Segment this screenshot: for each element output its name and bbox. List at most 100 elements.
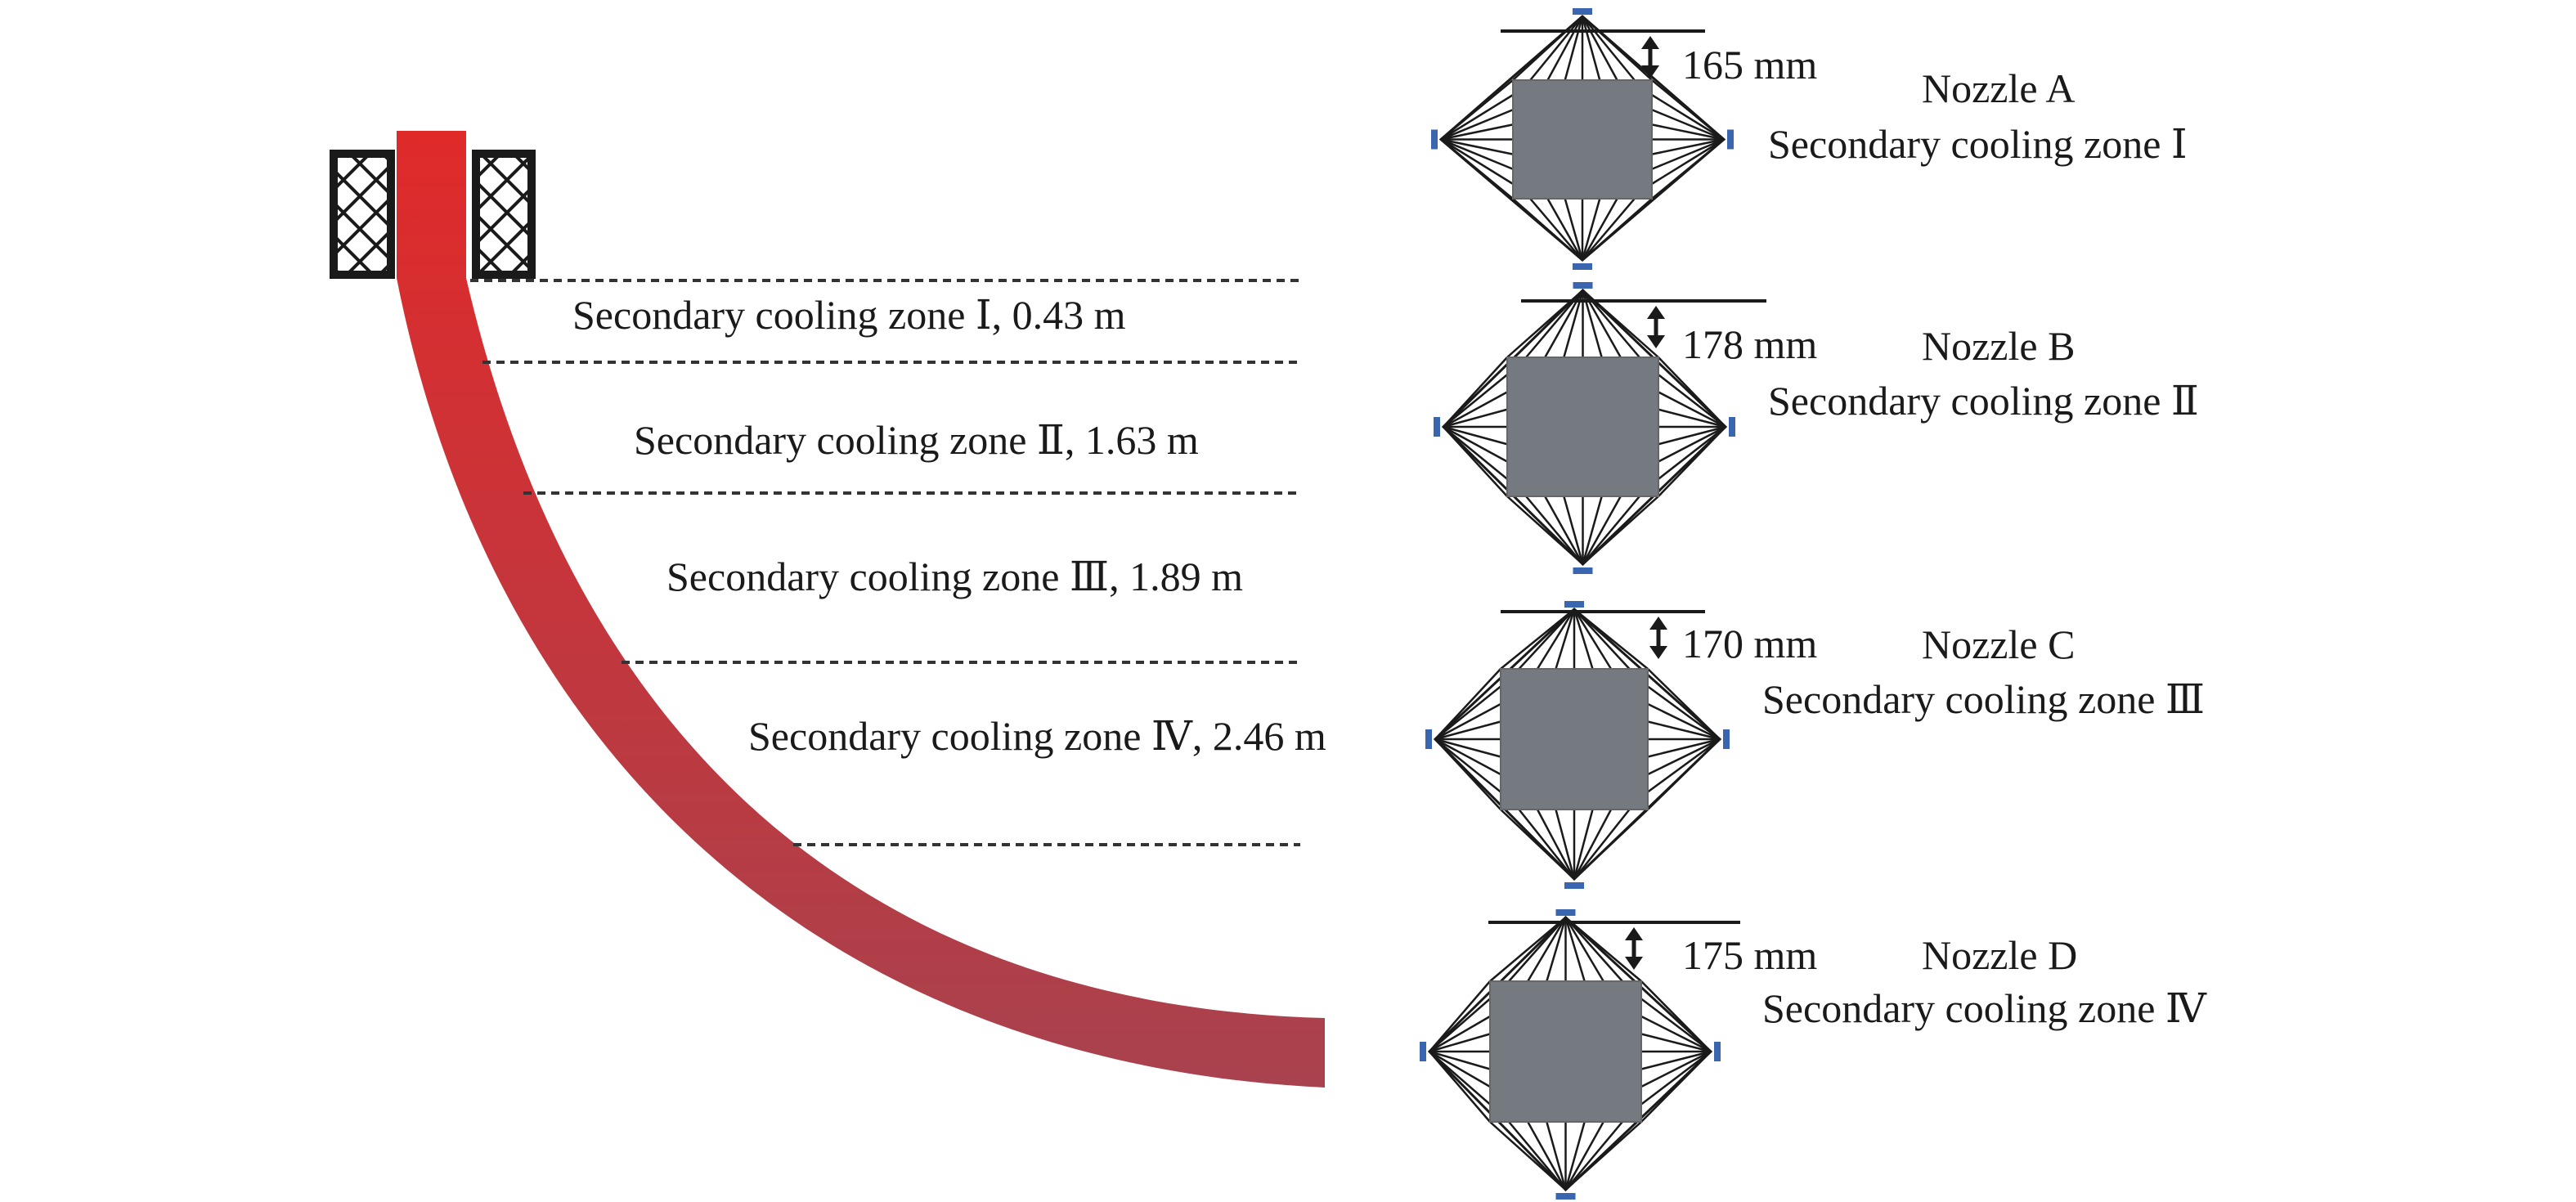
nozzle-top-icon	[1555, 909, 1576, 916]
spray-ray	[1564, 198, 1584, 261]
spray-ray	[1527, 1121, 1567, 1191]
nozzle-c-zone: Secondary cooling zone Ⅲ	[1762, 676, 2205, 722]
mould-roll-right	[472, 150, 536, 279]
spray-ray	[1640, 1050, 1712, 1088]
spray-ray	[1544, 496, 1584, 565]
nozzle-b-zone: Secondary cooling zone Ⅱ	[1768, 378, 2199, 424]
spray-ray	[1658, 425, 1726, 463]
spray-ray	[1443, 357, 1508, 428]
spray-ray	[1582, 198, 1636, 261]
spray-ray	[1546, 917, 1567, 982]
spray-ray	[1564, 1121, 1586, 1191]
nozzle-b-name: Nozzle B	[1922, 323, 2075, 369]
nozzle-top-icon	[1573, 282, 1593, 289]
nozzle-left-icon	[1420, 1042, 1426, 1061]
spray-ray	[1651, 79, 1725, 141]
nozzle-bottom-icon	[1573, 263, 1592, 270]
spray-ray	[1563, 496, 1584, 565]
spray-ray	[1489, 917, 1567, 982]
spray-ray	[1651, 94, 1725, 141]
spray-rays	[1440, 16, 1725, 261]
spray-ray	[1640, 1051, 1712, 1106]
spray-ray	[1546, 16, 1584, 81]
spray-ray	[1658, 425, 1726, 446]
spray-ray	[1564, 16, 1584, 81]
spray-ray	[1508, 1121, 1567, 1191]
spray-ray	[1512, 198, 1583, 261]
spray-ray	[1529, 16, 1583, 81]
spray-ray	[1640, 1015, 1712, 1053]
spray-ray	[1527, 917, 1567, 982]
spray-ray	[1647, 720, 1721, 741]
spray-ray	[1429, 1050, 1491, 1088]
spray-ray	[1564, 917, 1642, 982]
nozzle-left-icon	[1431, 129, 1438, 150]
spray-ray	[1443, 426, 1508, 480]
spray-ray	[1429, 980, 1491, 1052]
nozzle-bottom-icon	[1564, 882, 1584, 889]
nozzle-c-distance: 170 mm	[1682, 621, 1817, 666]
spray-ray	[1443, 426, 1508, 497]
spray-ray	[1658, 426, 1726, 480]
spray-ray	[1640, 980, 1712, 1052]
nozzle-c-name: Nozzle C	[1922, 621, 2075, 667]
nozzle-c-diagram	[1425, 601, 1730, 889]
spray-ray	[1647, 738, 1721, 793]
nozzle-bottom-icon	[1573, 567, 1593, 574]
spray-ray	[1440, 138, 1514, 170]
nozzle-right-icon	[1729, 417, 1735, 437]
spray-ray	[1573, 608, 1594, 670]
mould-roll-left	[330, 150, 395, 279]
nozzle-bottom-icon	[1555, 1193, 1576, 1200]
mould-rolls	[330, 150, 536, 279]
spray-ray	[1555, 809, 1576, 880]
spray-ray	[1489, 1121, 1567, 1191]
spray-ray	[1573, 608, 1649, 670]
spray-ray	[1581, 16, 1618, 81]
spray-ray	[1581, 198, 1618, 261]
zone-label-1: Secondary cooling zone Ⅰ, 0.43 m	[572, 292, 1126, 338]
spray-ray	[1536, 608, 1576, 670]
spray-ray	[1651, 138, 1725, 155]
spray-ray	[1658, 374, 1726, 428]
spray-ray	[1640, 1050, 1712, 1070]
spray-ray	[1564, 1121, 1642, 1191]
spray-ray	[1658, 391, 1726, 428]
spray-ray	[1647, 668, 1721, 740]
billet-cross-section	[1506, 357, 1659, 497]
spray-ray	[1573, 809, 1594, 880]
spray-ray	[1658, 357, 1726, 428]
spray-ray	[1434, 738, 1501, 758]
nozzle-a-labels: 165 mm Nozzle A Secondary cooling zone Ⅰ	[1682, 42, 2188, 167]
arrow-up-icon	[1625, 927, 1643, 940]
spray-ray	[1506, 496, 1584, 565]
spray-ray	[1582, 16, 1636, 81]
spray-ray	[1581, 198, 1601, 261]
spray-ray	[1647, 685, 1721, 741]
billet-cross-section	[1500, 668, 1649, 810]
spray-ray	[1429, 1051, 1491, 1106]
spray-ray	[1564, 1121, 1604, 1191]
nozzle-b-diagram	[1434, 282, 1766, 574]
spray-ray	[1434, 702, 1501, 741]
curved-strand	[397, 131, 1325, 1088]
spray-ray	[1440, 94, 1514, 141]
spray-ray	[1546, 198, 1584, 261]
nozzle-d-diagram	[1420, 909, 1740, 1200]
spray-ray	[1536, 809, 1576, 880]
spray-ray	[1434, 738, 1501, 810]
nozzle-left-icon	[1434, 417, 1440, 437]
spray-ray	[1582, 496, 1659, 565]
arrow-down-icon	[1625, 957, 1643, 970]
nozzle-right-icon	[1714, 1042, 1721, 1061]
spray-ray	[1518, 809, 1575, 880]
spray-ray	[1651, 138, 1725, 200]
nozzle-right-icon	[1727, 129, 1734, 150]
spray-ray	[1440, 138, 1514, 185]
spray-ray	[1434, 720, 1501, 741]
spray-ray	[1582, 198, 1653, 261]
spray-ray	[1573, 809, 1613, 880]
zone-label-4: Secondary cooling zone Ⅳ, 2.46 m	[748, 713, 1326, 759]
billet-cross-section	[1512, 79, 1653, 200]
